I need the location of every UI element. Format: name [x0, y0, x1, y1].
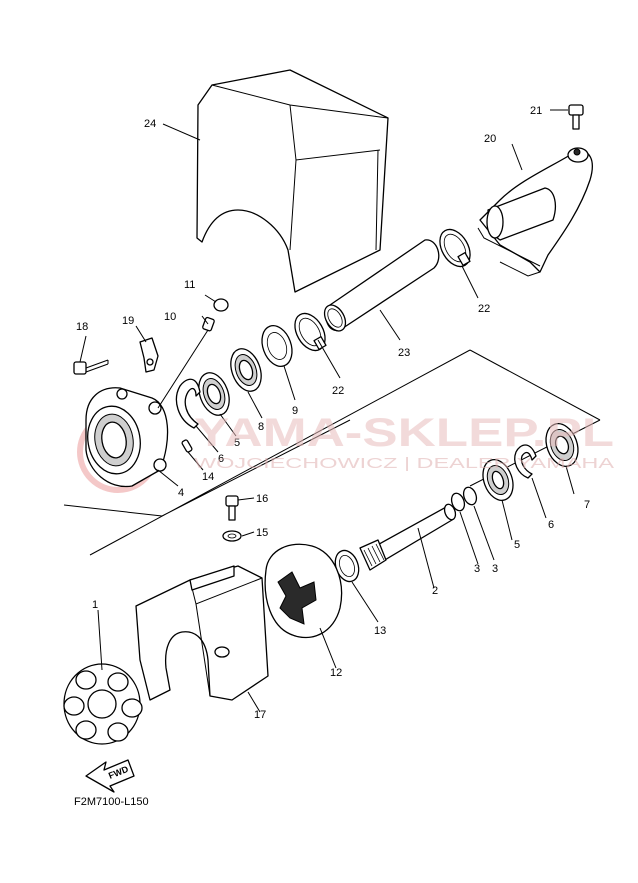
- part-3-oring-a: [462, 486, 478, 506]
- callout-6: 6: [218, 453, 224, 465]
- callout-2: 2: [432, 585, 438, 597]
- callout-18: 18: [76, 321, 88, 333]
- part-19-plate: [139, 337, 159, 373]
- part-20-housing: [477, 147, 593, 277]
- part-2-shaft: [359, 503, 457, 571]
- callout-7: 7: [584, 499, 590, 511]
- callout-22: 22: [332, 385, 344, 397]
- part-16-bolt: [225, 495, 239, 521]
- part-7-bearing: [545, 423, 579, 467]
- callout-8: 8: [258, 421, 264, 433]
- callout-16: 16: [256, 493, 268, 505]
- part-6-circlip-lower: [514, 444, 537, 479]
- part-6-circlip-upper: [175, 378, 201, 429]
- part-8-bearing: [230, 348, 262, 392]
- callout-14: 14: [202, 471, 214, 483]
- part-18-bolt: [73, 359, 109, 375]
- callout-17: 17: [254, 709, 266, 721]
- callout-21: 21: [530, 105, 542, 117]
- callout-labels: 24 21 20 22 23 22 11 10 19 18 9 8 5 6 14…: [76, 105, 590, 721]
- callout-12: 12: [330, 667, 342, 679]
- part-11-cap: [204, 294, 229, 312]
- part-5-bearing-upper: [198, 372, 230, 416]
- callout-4: 4: [178, 487, 184, 499]
- part-22-clamp-upper: [439, 228, 471, 268]
- callout-22: 22: [478, 303, 490, 315]
- callout-6: 6: [548, 519, 554, 531]
- callout-20: 20: [484, 133, 496, 145]
- diagram-code: F2M7100-L150: [74, 796, 149, 808]
- part-4-bearing-housing: [85, 387, 169, 488]
- part-24-cover: [196, 69, 389, 293]
- callout-13: 13: [374, 625, 386, 637]
- fwd-arrow-icon: FWD: [85, 759, 135, 793]
- callout-10: 10: [164, 311, 176, 323]
- callout-11: 11: [184, 279, 195, 291]
- part-3-oring-b: [450, 492, 466, 512]
- part-1-rubber-damper: [63, 663, 143, 745]
- callout-3: 3: [492, 563, 498, 575]
- part-12-coupling: [264, 543, 343, 639]
- part-23-hose: [323, 239, 440, 332]
- callout-19: 19: [122, 315, 134, 327]
- watermark-dealer: WOJCIECHOWICZ | DEALER YAMAHA: [194, 455, 614, 472]
- part-15-washer: [222, 530, 242, 542]
- part-9-seal: [261, 325, 293, 367]
- callout-24: 24: [144, 118, 156, 130]
- callout-9: 9: [292, 405, 298, 417]
- part-17-bracket: [135, 565, 269, 701]
- watermark-brand: YAMA-SKLEP.PL: [194, 411, 614, 455]
- callout-5: 5: [234, 437, 240, 449]
- callout-23: 23: [398, 347, 410, 359]
- callout-3: 3: [474, 563, 480, 575]
- callout-15: 15: [256, 527, 268, 539]
- group-boundary: [89, 349, 601, 556]
- part-5-bearing-lower: [482, 459, 514, 501]
- callout-1: 1: [92, 599, 98, 611]
- leader-lines: [79, 123, 575, 713]
- part-21-bolt: [550, 104, 584, 130]
- part-14-pin: [181, 439, 193, 453]
- callout-5: 5: [514, 539, 520, 551]
